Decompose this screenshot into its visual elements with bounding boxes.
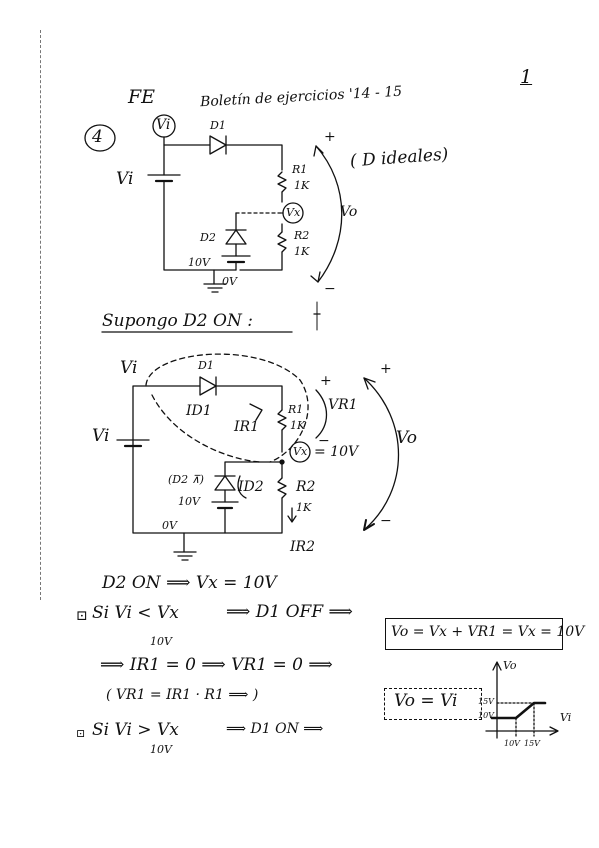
c1-d1-label: D1 xyxy=(210,119,226,132)
c1-r2-label: R2 xyxy=(294,229,310,242)
header-fe: FE xyxy=(128,86,156,108)
c2-vx-value: = 10V xyxy=(314,444,359,460)
c2-d1-label: D1 xyxy=(198,359,214,372)
c2-ir1-label: IR1 xyxy=(234,419,259,435)
analysis-line-2b: ⟹ D1 OFF ⟹ xyxy=(226,602,353,622)
c1-vx-label: Vx xyxy=(286,206,301,219)
result-box-1-text: Vo = Vx + VR1 = Vx = 10V xyxy=(391,624,585,640)
c2-vr1-label: VR1 xyxy=(328,397,358,413)
c2-vr1-plus: + xyxy=(320,373,332,389)
c2-r2-label: R2 xyxy=(296,479,316,495)
analysis-line-2a: Si Vi < Vx xyxy=(92,603,179,623)
problem-number-circle xyxy=(84,124,116,152)
c2-vi-source: Vi xyxy=(92,426,110,446)
r1-resistor-1 xyxy=(277,171,287,193)
c2-d2-note: (D2 ⊼) xyxy=(168,473,204,486)
binder-margin-line xyxy=(40,30,41,600)
graph-x-tick-15: 15V xyxy=(524,739,540,748)
c2-r1-label: R1 xyxy=(288,403,304,416)
c1-gnd-label: 0V xyxy=(222,275,237,288)
r1-resistor-2 xyxy=(277,409,287,431)
graph-x-label: Vi xyxy=(560,711,572,724)
c2-vi-node: Vi xyxy=(120,358,138,378)
c1-r1-label: R1 xyxy=(292,163,308,176)
c2-vo-label: Vo xyxy=(396,428,417,448)
c2-r2-value: 1K xyxy=(296,501,312,514)
r2-resistor-1 xyxy=(277,231,287,253)
d1-diode-2 xyxy=(199,376,217,396)
analysis-line-2-under: 10V xyxy=(150,635,172,648)
c1-10v-label: 10V xyxy=(188,256,210,269)
graph-y-tick-15: 15V xyxy=(478,697,494,706)
c1-vo-label: Vo xyxy=(340,204,358,220)
c1-minus: − xyxy=(324,281,336,297)
d1-diode-1 xyxy=(209,135,227,155)
vx-node-bubble-2 xyxy=(289,441,311,463)
c1-plus: + xyxy=(324,129,336,145)
analysis-line-4: ( VR1 = IR1 · R1 ⟹ ) xyxy=(106,687,259,703)
c1-r2-value: 1K xyxy=(294,245,310,258)
c2-vo-minus: − xyxy=(380,513,392,529)
result-box-1 xyxy=(385,618,563,650)
problem-number: 4 xyxy=(92,127,103,147)
r2-resistor-2 xyxy=(277,477,287,499)
c2-ir2-label: IR2 xyxy=(290,539,315,555)
c1-d2-label: D2 xyxy=(200,231,216,244)
c2-id2-label: ID2 xyxy=(238,479,264,495)
c2-vx-label: Vx xyxy=(293,445,308,458)
suppose-heading: Supongo D2 ON : xyxy=(102,311,253,331)
result-box-2-text: Vo = Vi xyxy=(394,691,458,711)
page-number: 1 xyxy=(520,66,533,88)
analysis-line-5b: ⟹ D1 ON ⟹ xyxy=(226,721,324,737)
graph-y-label: Vo xyxy=(503,659,517,672)
bullet-2: ⊡ xyxy=(76,727,86,740)
bullet-1: ⊡ xyxy=(76,608,88,624)
analysis-line-5a: Si Vi > Vx xyxy=(92,720,179,740)
c1-vi-source: Vi xyxy=(116,169,134,189)
c2-gnd-label: 0V xyxy=(162,519,177,532)
c2-id1-label: ID1 xyxy=(186,403,212,419)
analysis-line-3a: ⟹ IR1 = 0 ⟹ VR1 = 0 ⟹ xyxy=(100,655,333,675)
c2-r1-value: 1K xyxy=(290,419,306,432)
c2-vr1-minus: − xyxy=(318,433,330,449)
analysis-line-5-under: 10V xyxy=(150,743,172,756)
d2-diode-1 xyxy=(225,229,247,245)
result-box-2 xyxy=(384,688,482,720)
analysis-line-1: D2 ON ⟹ Vx = 10V xyxy=(102,573,277,593)
graph-curve xyxy=(490,701,547,720)
graph-y-tick-10: 10V xyxy=(478,711,494,720)
c2-vo-plus: + xyxy=(380,361,392,377)
c1-vi-node: Vi xyxy=(156,117,171,133)
graph-x-tick-10: 10V xyxy=(504,739,520,748)
c1-r1-value: 1K xyxy=(294,179,310,192)
c2-10v-label: 10V xyxy=(178,495,200,508)
d2-diode-2 xyxy=(214,475,236,491)
